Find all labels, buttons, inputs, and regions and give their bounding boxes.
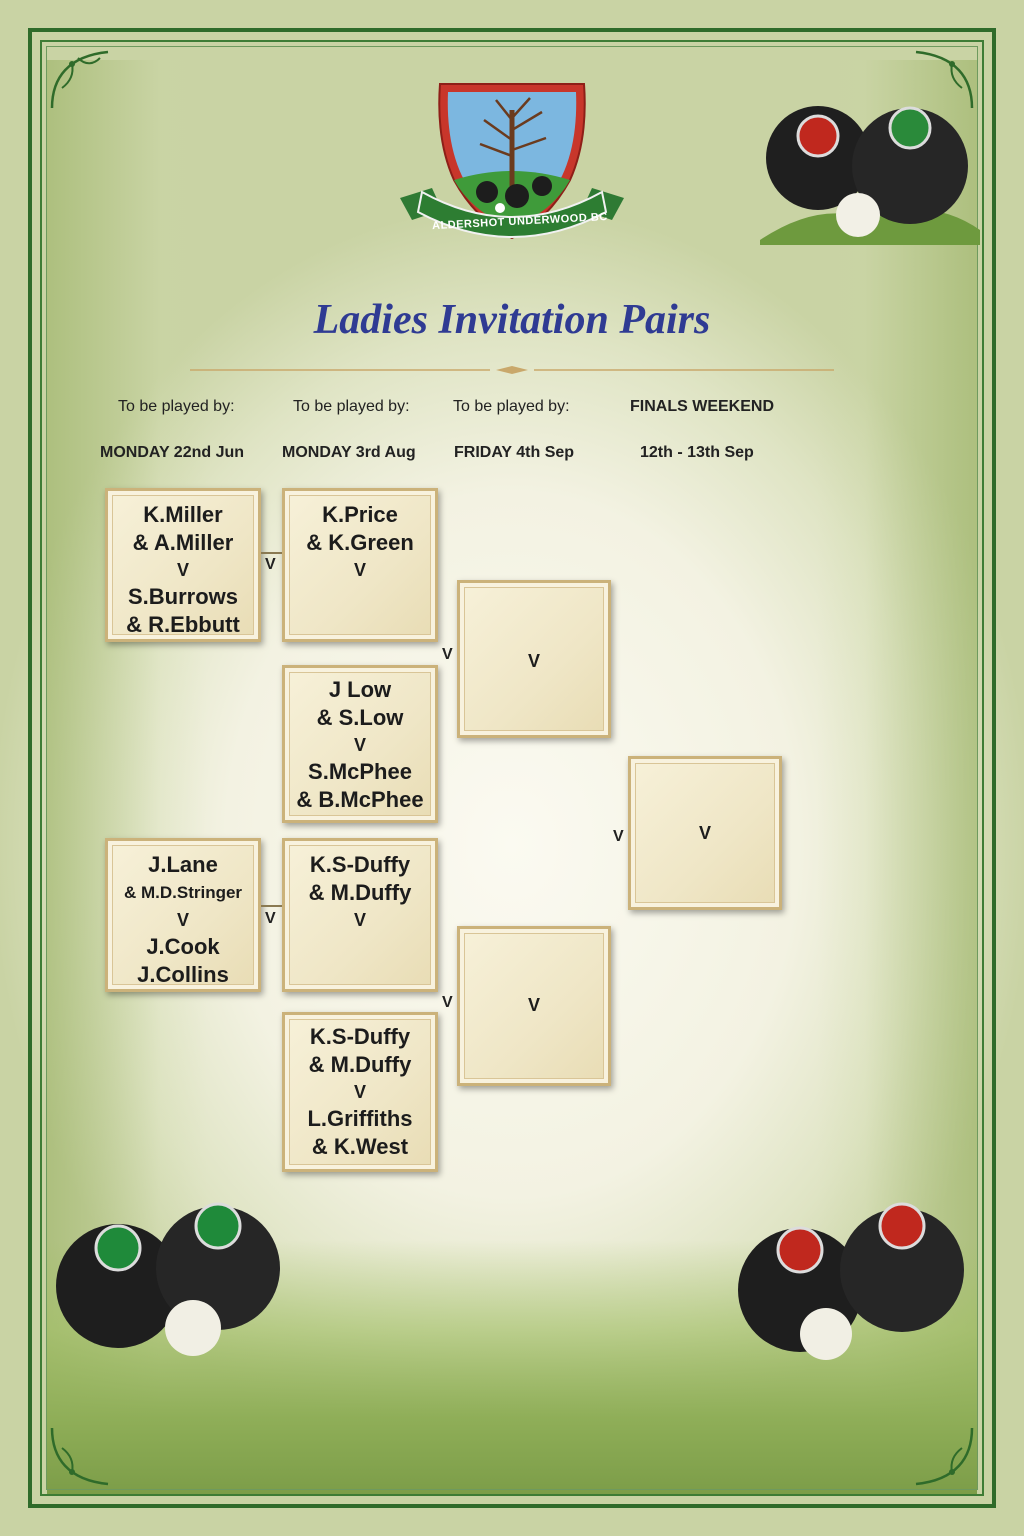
round1-label: To be played by:	[118, 398, 235, 415]
bowls-balls-icon	[738, 1202, 964, 1360]
versus-marker: V	[353, 910, 366, 930]
finals-label: FINALS WEEKEND	[630, 398, 774, 415]
team-line: & M.Duffy	[308, 880, 412, 905]
final-match: V	[628, 756, 782, 910]
round2-label: To be played by:	[293, 398, 410, 415]
corner-flourish-icon	[906, 1418, 976, 1488]
team-line: & K.Green	[306, 530, 414, 555]
versus-marker: V	[176, 910, 189, 930]
round1-match-1: K.Miller & A.Miller V S.Burrows & R.Ebbu…	[105, 488, 261, 642]
semi-final-match-2: V	[457, 926, 611, 1086]
team-line: S.Burrows	[127, 584, 239, 609]
team-line: & A.Miller	[132, 530, 234, 555]
round2-match-1: K.Price & K.Green V	[282, 488, 438, 642]
versus-marker: V	[442, 646, 453, 663]
versus-marker: V	[265, 910, 276, 927]
bowls-balls-icon	[56, 1202, 280, 1356]
versus-marker: V	[176, 560, 189, 580]
team-line: K.S-Duffy	[309, 852, 411, 877]
team-line: L.Griffiths	[307, 1106, 413, 1131]
versus-marker: V	[527, 651, 540, 671]
club-crest-logo: ALDERSHOT UNDERWOOD BC	[392, 70, 632, 250]
round1-date: MONDAY 22nd Jun	[100, 444, 245, 461]
team-line: S.McPhee	[308, 759, 412, 784]
versus-marker: V	[613, 828, 624, 845]
bowls-balls-icon	[760, 106, 980, 245]
team-line: & B.McPhee	[296, 787, 424, 812]
bracket-connector	[261, 552, 282, 554]
team-line: J Low	[328, 677, 392, 702]
team-line: & R.Ebbutt	[126, 612, 240, 637]
team-line: J.Lane	[148, 852, 218, 877]
bracket-connector	[261, 905, 282, 907]
round2-match-4: K.S-Duffy & M.Duffy V L.Griffiths & K.We…	[282, 1012, 438, 1172]
border-inner	[40, 40, 984, 1496]
versus-marker: V	[698, 823, 711, 843]
round2-date: MONDAY 3rd Aug	[282, 444, 416, 461]
versus-marker: V	[353, 735, 366, 755]
round3-label: To be played by:	[453, 398, 570, 415]
team-line: K.Miller	[143, 502, 223, 527]
versus-marker: V	[527, 995, 540, 1015]
round2-match-2: J Low & S.Low V S.McPhee & B.McPhee	[282, 665, 438, 823]
team-line: K.Price	[322, 502, 398, 527]
page-title: Ladies Invitation Pairs	[313, 297, 711, 343]
versus-marker: V	[265, 556, 276, 573]
team-line: & S.Low	[316, 705, 404, 730]
semi-final-match-1: V	[457, 580, 611, 738]
round3-date: FRIDAY 4th Sep	[454, 444, 575, 461]
team-line: & K.West	[311, 1134, 409, 1159]
corner-flourish-icon	[48, 48, 118, 118]
team-line: K.S-Duffy	[309, 1024, 411, 1049]
title-divider	[190, 366, 834, 374]
corner-flourish-icon	[48, 1418, 118, 1488]
round1-match-2: J.Lane & M.D.Stringer V J.Cook J.Collins	[105, 838, 261, 992]
team-line: & M.D.Stringer	[123, 883, 243, 902]
border-inner-line	[46, 46, 978, 1490]
team-line: J.Collins	[137, 962, 229, 987]
finals-date: 12th - 13th Sep	[640, 444, 754, 461]
border-outer	[28, 28, 996, 1508]
versus-marker: V	[353, 560, 366, 580]
corner-flourish-icon	[906, 48, 976, 118]
round2-match-3: K.S-Duffy & M.Duffy V	[282, 838, 438, 992]
versus-marker: V	[353, 1082, 366, 1102]
team-line: & M.Duffy	[308, 1052, 412, 1077]
versus-marker: V	[442, 994, 453, 1011]
team-line: J.Cook	[146, 934, 220, 959]
